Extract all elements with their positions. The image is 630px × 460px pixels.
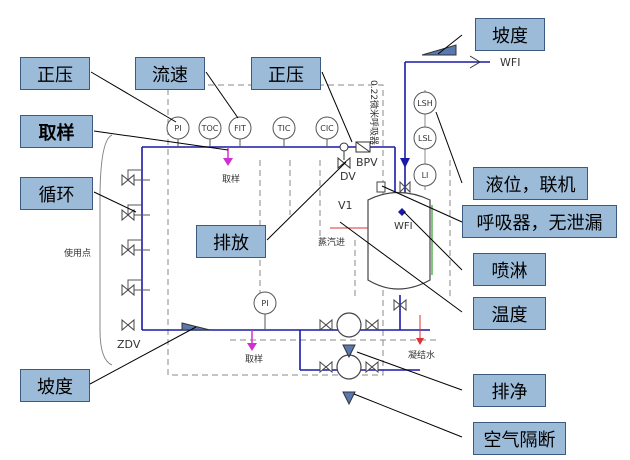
level-bubbles xyxy=(413,91,437,187)
v1-label: V1 xyxy=(338,199,353,212)
sample-arrow-bottom xyxy=(247,343,257,351)
wfi-inlet-pipe xyxy=(404,61,490,210)
callout-sampling: 取样 xyxy=(20,115,93,148)
bpv-label: BPV xyxy=(356,156,378,169)
filter-vertical-text: 0.22微米呼吸器 xyxy=(368,80,380,145)
toc-label: TOC xyxy=(201,124,219,133)
condensate-label: 凝结水 xyxy=(408,349,435,361)
use-points-label: 使用点 xyxy=(64,247,91,259)
lsh-label: LSH xyxy=(417,99,433,108)
dv-label: DV xyxy=(340,170,356,183)
spray-ball xyxy=(398,208,406,216)
callout-flow-speed: 流速 xyxy=(135,57,205,90)
callout-slope-bottom: 坡度 xyxy=(20,369,90,402)
wfi-flow-arrow xyxy=(400,158,410,168)
use-point-brace xyxy=(99,134,113,366)
callout-circulation: 循环 xyxy=(20,177,93,210)
callout-air-break: 空气隔断 xyxy=(473,422,566,455)
wfi-inlet-arrowhead xyxy=(469,55,481,69)
slope-wedge-top xyxy=(421,44,457,56)
condensate-arrow xyxy=(416,338,424,345)
drain-wedge xyxy=(342,344,356,359)
leader-lines xyxy=(89,34,463,438)
cic-label: CIC xyxy=(320,124,334,133)
callout-breather: 呼吸器，无泄漏 xyxy=(462,205,617,238)
sample-top-label: 取样 xyxy=(222,173,240,185)
li-label: LI xyxy=(422,171,429,180)
fit-label: FIT xyxy=(234,124,246,133)
tic-label: TIC xyxy=(277,124,291,133)
pi-top-label: PI xyxy=(174,124,181,133)
breather-valve xyxy=(399,180,411,194)
callout-discharge: 排放 xyxy=(196,225,266,258)
sample-bottom-label: 取样 xyxy=(245,353,263,365)
wfi-tank-label: WFI xyxy=(394,221,413,232)
use-point-branches xyxy=(127,169,150,291)
lsl-label: LSL xyxy=(418,134,433,143)
callout-level-interlock: 液位，联机 xyxy=(473,167,588,200)
zdv-label: ZDV xyxy=(117,338,141,351)
tank-bottom-valve xyxy=(393,298,407,312)
pi-bottom-label: PI xyxy=(261,299,268,308)
wfi-inlet-label: WFI xyxy=(500,56,520,69)
callout-spray: 喷淋 xyxy=(473,253,546,286)
callout-slope-top: 坡度 xyxy=(475,18,545,51)
steam-in-label: 蒸汽进 xyxy=(318,236,345,248)
slope-wedge-bottom xyxy=(181,322,211,331)
callout-pressure-left: 正压 xyxy=(20,57,90,90)
bpv-valve xyxy=(355,141,371,153)
instrument-bubbles xyxy=(166,116,339,140)
callout-temperature: 温度 xyxy=(473,297,546,330)
use-point-valves xyxy=(121,173,135,332)
callout-pressure-mid: 正压 xyxy=(251,57,321,90)
pumps xyxy=(336,312,362,380)
air-break-wedge xyxy=(342,391,356,406)
wfi-tank xyxy=(367,191,431,290)
sample-arrow-top xyxy=(223,158,233,166)
callout-drain-clean: 排净 xyxy=(473,374,546,407)
pump-valves xyxy=(319,318,379,374)
dv-valve xyxy=(337,142,351,170)
